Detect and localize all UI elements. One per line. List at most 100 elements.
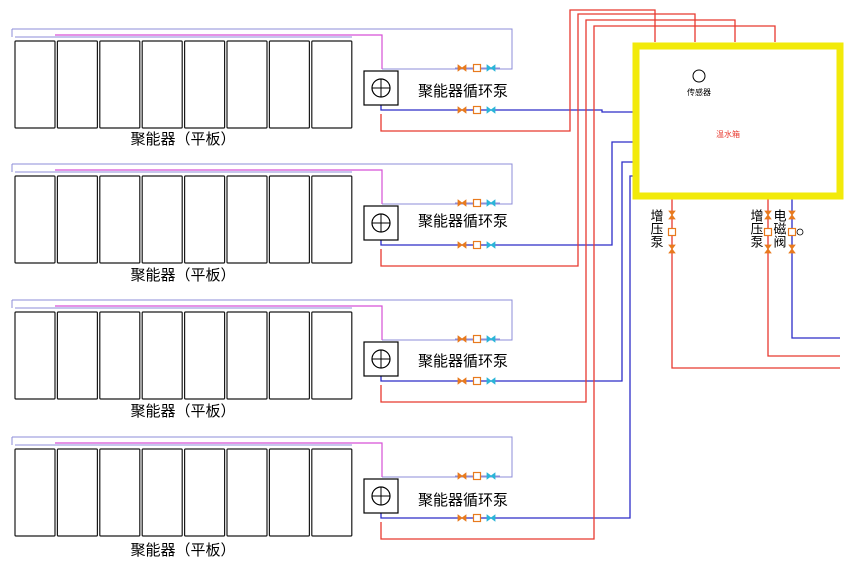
piping-network [11,9,840,540]
row-1-valve-bottom-2-shape [486,106,496,114]
row-1-valve-bottom-1-shape [457,106,467,114]
row-4-valve-top-2 [486,472,496,480]
pump-label-row-2: 聚能器循环泵 [418,212,508,230]
row-4-collector-panel-7 [268,448,310,537]
row-2-valve-top-2-shape [486,199,496,207]
booster-left-valve-2-shape [668,244,676,254]
row-4-collector-panel-3 [99,448,141,537]
row-2-collector-panel-6 [226,175,268,264]
row-3-collector-panel-6 [226,311,268,400]
row-1-valve-bottom-1 [457,106,467,114]
booster-left-valve-1-shape [668,210,676,220]
row-1-valve-top-1 [457,64,467,72]
row-2-valve-top-2 [486,199,496,207]
tank-label: 温水箱 [716,129,740,139]
row-2-valve-bottom-1 [457,241,467,249]
row-1-collector-panel-8 [311,40,353,129]
solenoid-valve-1 [788,210,796,220]
booster-right-valve-2-shape [764,244,772,254]
row-2-valve-bottom-2-shape [486,241,496,249]
row-1-valve-bottom-2 [486,106,496,114]
row-2-collector-panel-4 [141,175,183,264]
booster-pump-left-label: 增压泵 [648,209,664,248]
row-3-valve-top-1-shape [457,335,467,343]
row-3-valve-bottom-2-shape [486,377,496,385]
row-2-valve-bottom-2 [486,241,496,249]
row-1-valve-top-2-shape [486,64,496,72]
row-3-collector-panel-4 [141,311,183,400]
solenoid-valve-1-shape [788,210,796,220]
row-1-hot-supply-pipe [380,9,656,132]
row-4-valve-bottom-2-shape [486,514,496,522]
row-2-manifold [55,169,383,204]
row-3-collector-panel-7 [268,311,310,400]
row-1-collector-panel-6 [226,40,268,129]
row-4-collector-panel-6 [226,448,268,537]
sensor-label: 传感器 [687,87,711,97]
row-2-hot-supply-pipe [380,13,696,267]
row-1-collector-panel-4 [141,40,183,129]
row-1-collector-panel-5 [184,40,226,129]
row-4-valve-bottom-1-shape [457,514,467,522]
equipment-layer [14,40,804,537]
row-2-collector-panel-8 [311,175,353,264]
row-1-collector-panel-3 [99,40,141,129]
row-4-manifold [55,442,383,477]
row-2-valve-bottom-1-shape [457,241,467,249]
row-3-collector-panel-3 [99,311,141,400]
row-3-valve-bottom-2 [486,377,496,385]
row-4-valve-bottom-1 [457,514,467,522]
row-2-collector-panel-5 [184,175,226,264]
booster-right-filter [763,227,773,237]
row-4-valve-top-1 [457,472,467,480]
row-1-collector-panel-2 [56,40,99,129]
row-2-filter-bottom [472,240,482,250]
row-4-collector-panel-8 [311,448,353,537]
row-1-top-header [12,28,513,70]
row-1-collector-panel-1 [14,40,56,129]
row-3-valve-bottom-1-shape [457,377,467,385]
row-3-top-header [12,299,513,341]
collector-label-row-1: 聚能器（平板） [130,130,235,148]
hot-water-tank [632,42,844,200]
row-1-manifold [55,34,383,69]
row-2-cold-return-pipe [380,141,640,246]
collector-label-row-2: 聚能器（平板） [130,266,235,284]
booster-right-valve-1 [764,210,772,220]
booster-left-filter [667,227,677,237]
row-1-cold-return-pipe [380,105,640,113]
solenoid-valve-2-shape [788,244,796,254]
row-1-valve-top-2 [486,64,496,72]
booster-left-valve-2 [668,244,676,254]
row-2-collector-panel-2 [56,175,99,264]
row-2-top-header [12,163,513,205]
row-2-valve-top-1 [457,199,467,207]
solenoid-valve-label: 电磁阀 [771,209,787,248]
row-4-valve-bottom-2 [486,514,496,522]
row-4-collector-panel-5 [184,448,226,537]
pump-label-row-4: 聚能器循环泵 [418,491,508,509]
collector-label-row-4: 聚能器（平板） [130,541,235,559]
row-3-hot-supply-pipe [380,19,736,403]
row-2-collector-panel-1 [14,175,56,264]
row-2-collector-panel-3 [99,175,141,264]
booster-left-valve-1 [668,210,676,220]
row-3-collector-panel-2 [56,311,99,400]
collector-label-row-3: 聚能器（平板） [130,402,235,420]
row-4-collector-panel-4 [141,448,183,537]
booster-right-valve-1-shape [764,210,772,220]
solenoid-filter [787,227,797,237]
row-1-collector-panel-7 [268,40,310,129]
solenoid-valve-2 [788,244,796,254]
row-3-filter-bottom [472,376,482,386]
row-3-collector-panel-1 [14,311,56,400]
row-3-valve-top-2-shape [486,335,496,343]
row-1-valve-top-1-shape [457,64,467,72]
pump-label-row-1: 聚能器循环泵 [418,82,508,100]
row-3-filter-top [472,334,482,344]
row-4-filter-top [472,471,482,481]
row-3-collector-panel-5 [184,311,226,400]
pump-label-row-3: 聚能器循环泵 [418,352,508,370]
row-3-valve-top-2 [486,335,496,343]
